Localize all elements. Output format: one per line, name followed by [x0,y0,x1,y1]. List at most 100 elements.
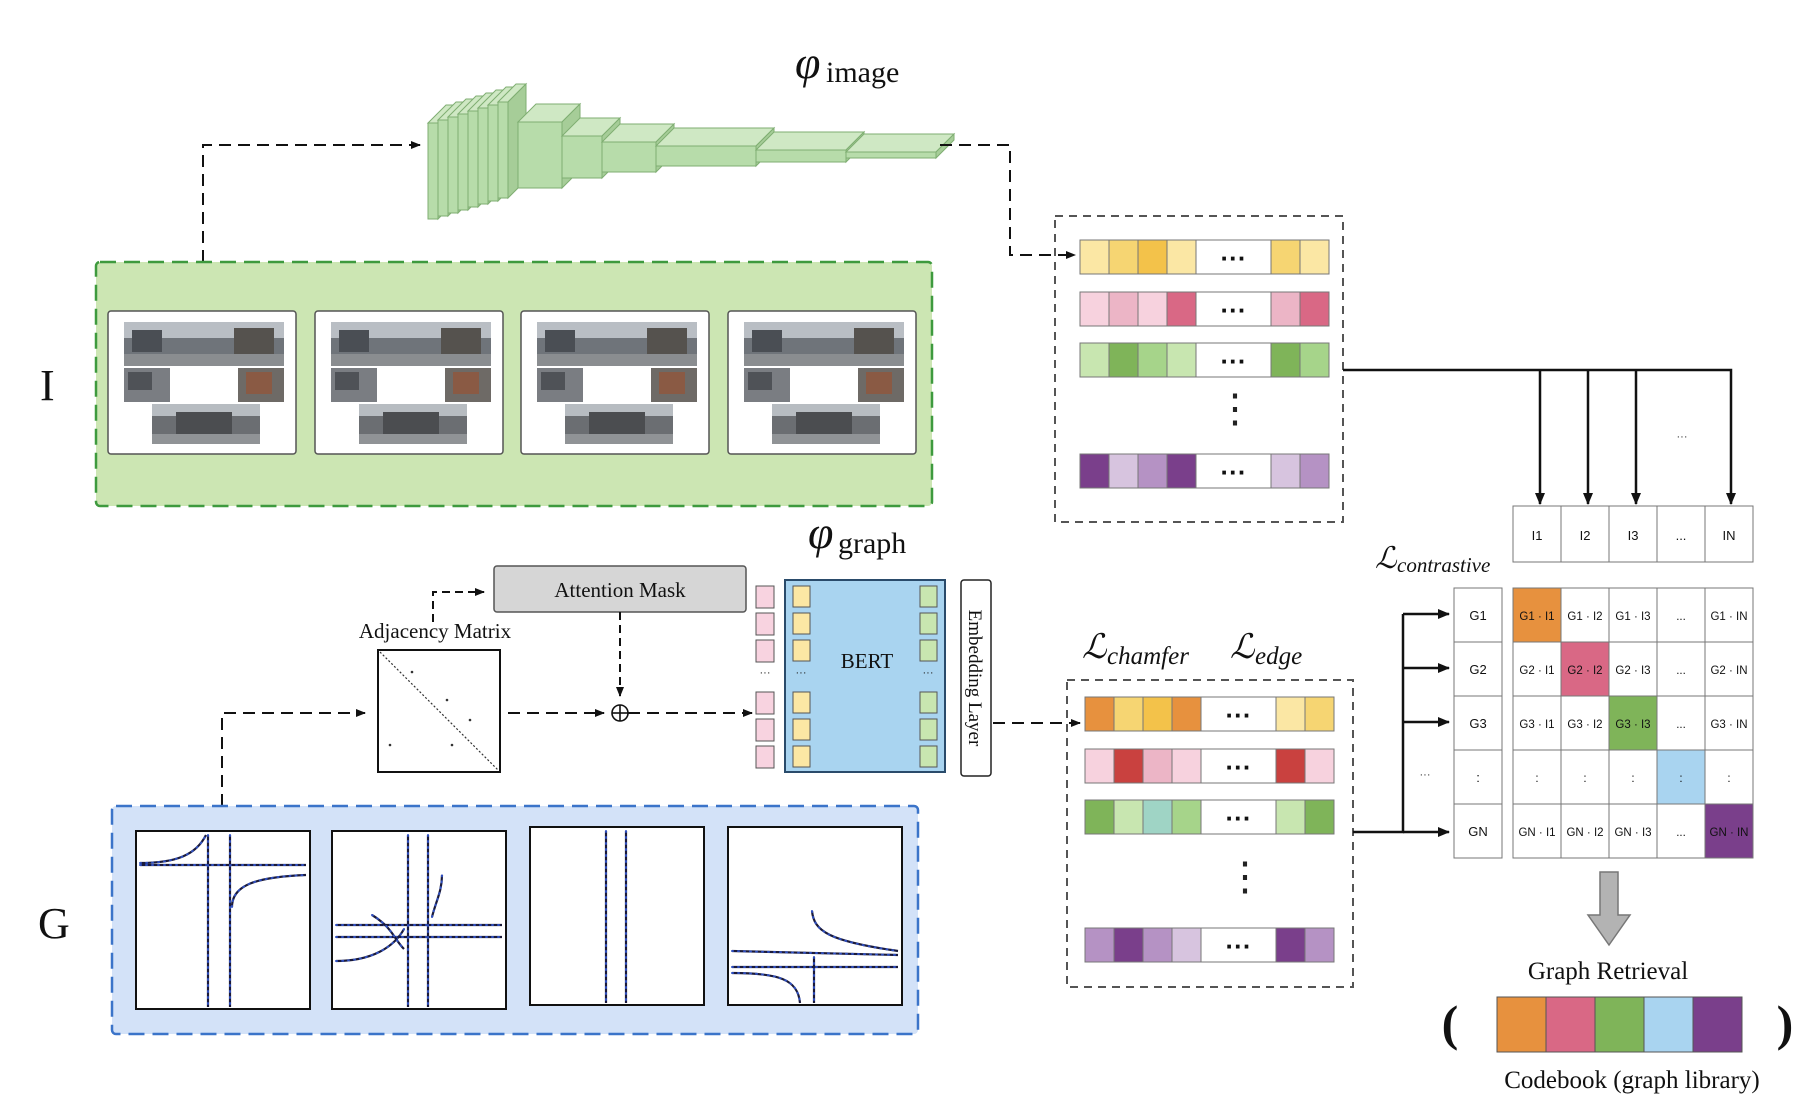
image-embedding-row-1: ··· [1079,239,1330,275]
street-road [537,354,697,366]
column-header-label: I2 [1580,528,1591,543]
image-embedding-cell [1079,239,1110,275]
cnn-block-3-front [601,141,657,173]
graph-set-label: G [38,899,70,948]
codebook-label: Codebook (graph library) [1504,1067,1759,1094]
image-embedding-cell [1195,453,1272,489]
codebook-swatch [1496,996,1547,1053]
image-embedding-cell [1137,291,1168,327]
phi-image-title: φ image [795,37,899,89]
similarity-cell-label: : [1535,773,1538,785]
codebook-swatch [1594,996,1645,1053]
image-embedding-cell [1195,239,1272,275]
graph-embedding-cell [1304,927,1335,963]
similarity-cell [1608,749,1658,805]
image-input-panel [94,260,934,508]
graph-embedding-cell [1304,799,1335,835]
image-embedding-ellipsis: ··· [1221,346,1247,376]
image-embedding-cell [1270,453,1301,489]
image-to-encoder-arrow [202,141,421,262]
image-embedding-cell [1270,239,1301,275]
similarity-cell-label: : [1583,773,1586,785]
cnn-block-5-front [755,149,847,163]
graph-embedding-cell [1113,799,1144,835]
similarity-cell-label: ... [1676,719,1686,731]
similarity-cell-label: G3 · I3 [1615,719,1650,731]
similarity-cell-label: ... [1676,665,1686,677]
image-embedding-cell [1270,291,1301,327]
road-nodes [231,874,307,908]
similarity-cell [1608,641,1658,697]
image-embedding-cell [1299,239,1330,275]
graph-embedding-cell [1113,927,1144,963]
bert-output-ellipsis: ··· [923,667,934,679]
street-building [545,330,575,352]
cnn-slab-3-front [457,113,469,211]
image-embedding-row-3: ··· [1079,342,1330,378]
graph-embedding-cell [1200,696,1277,732]
image-embeddings-to-columns [1343,368,1736,505]
column-header-label: IN [1723,528,1736,543]
similarity-cell-label: G1 · IN [1710,611,1747,623]
similarity-cell [1560,587,1610,643]
image-embeddings-vdots: ⋮ [1215,386,1255,431]
column-header-cell [1560,505,1610,563]
cnn-block-6-top [844,133,956,153]
similarity-cell-label: GN · I3 [1614,827,1651,839]
image-thumbnails [107,310,917,455]
graph-embedding-ellipsis: ··· [1226,803,1252,833]
street-building [132,330,162,352]
road-nodes [731,972,801,1004]
graph-thumbnail-4 [727,826,903,1006]
similarity-cell [1608,695,1658,751]
graph-retrieval-label: Graph Retrieval [1528,958,1688,985]
graph-embedding-cell [1275,799,1306,835]
road-nodes [731,950,899,956]
image-embedding-cell [1299,342,1330,378]
column-header-label: I1 [1532,528,1543,543]
row-header-label: G3 [1469,716,1486,731]
adjacency-dot [468,718,472,722]
codebook-swatch [1643,996,1694,1053]
graph-embedding-cell [1275,696,1306,732]
similarity-cell-label: G3 · I2 [1567,719,1602,731]
graph-input-panel [110,804,920,1036]
similarity-cell [1704,749,1754,805]
street-road [359,434,467,444]
image-embedding-cell [1079,291,1110,327]
street-road [331,354,491,366]
adjacency-dot [445,698,449,702]
codebook-swatch [1545,996,1596,1053]
similarity-cell [1656,803,1706,859]
image-embedding-row-2: ··· [1079,291,1330,327]
bert-input-token [792,745,811,768]
bert-output-token [919,585,938,608]
graph-embedding-row-3: ··· [1084,799,1335,835]
image-embedding-cell [1299,291,1330,327]
street-road [124,354,284,366]
similarity-cell [1560,749,1610,805]
image-embedding-cell [1079,453,1110,489]
pink-token [755,718,775,742]
street-building [647,328,687,354]
graph-embedding-row-2: ··· [1084,748,1335,784]
row-header-label: : [1476,770,1480,785]
similarity-cell [1512,695,1562,751]
image-embedding-cell [1137,239,1168,275]
cnn-block-1-front [517,121,563,189]
bert-output-token [919,639,938,662]
cnn-slab-1-front [437,119,449,217]
graph-embedding-cell [1113,748,1144,784]
similarity-cell-label: GN · I1 [1518,827,1555,839]
image-embedding-ellipsis: ··· [1221,243,1247,273]
graph-embedding-cell [1171,799,1202,835]
image-thumbnail-4 [727,310,917,455]
image-embedding-ellipsis: ··· [1221,457,1247,487]
adjacency-to-mask-arrow [432,588,485,622]
sum-operator-icon [611,704,629,722]
image-embedding-cell [1166,453,1197,489]
street-building [659,372,685,394]
cnn-block-5-top [754,131,866,151]
street-building [234,328,274,354]
similarity-cell-label: G3 · I1 [1519,719,1554,731]
